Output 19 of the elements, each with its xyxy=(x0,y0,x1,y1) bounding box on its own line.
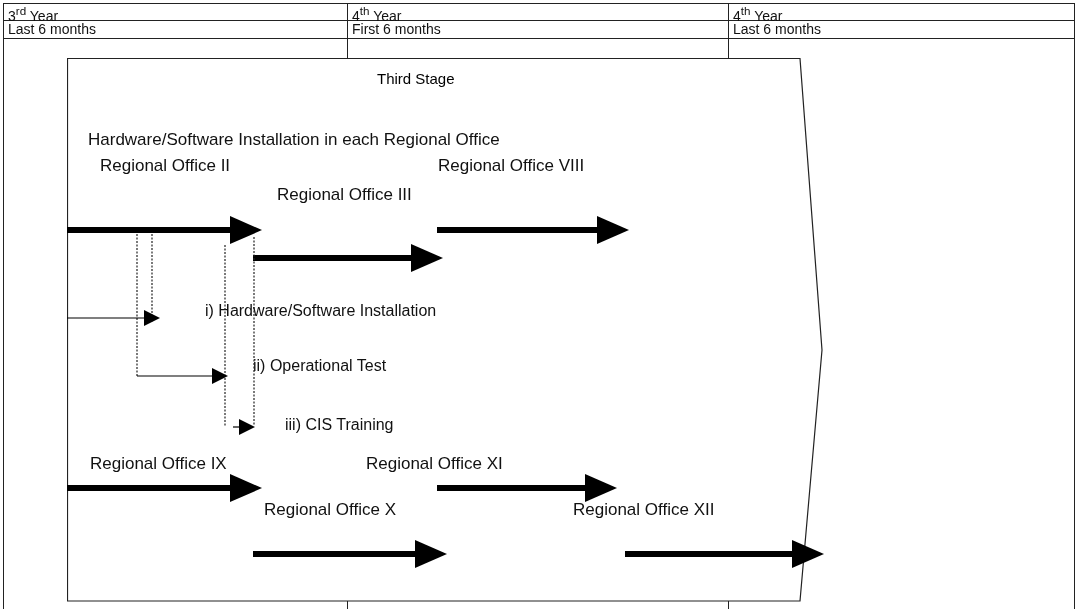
task-label: Regional Office IX xyxy=(90,455,227,474)
step-label: i) Hardware/Software Installation xyxy=(205,302,437,320)
task-heading: Hardware/Software Installation in each Regional Office xyxy=(88,131,500,150)
stage-chevron xyxy=(67,58,824,602)
task-label: Regional Office III xyxy=(277,186,412,205)
column-subheader: First 6 months xyxy=(352,22,441,38)
stage-title: Third Stage xyxy=(377,70,455,87)
column-header: 3$^{rd}$ Year xyxy=(8,5,59,24)
step-label: iii) CIS Training xyxy=(285,416,394,434)
column-subheader: Last 6 months xyxy=(733,22,821,38)
task-label: Regional Office XII xyxy=(573,501,715,520)
task-label: Regional Office II xyxy=(100,157,231,176)
task-label: Regional Office XI xyxy=(366,455,503,474)
task-label: Regional Office X xyxy=(264,501,396,520)
step-label: ii) Operational Test xyxy=(253,357,387,375)
column-header: 4$^{th}$ Year xyxy=(733,5,783,24)
task-label: Regional Office VIII xyxy=(438,157,585,176)
column-header: 4$^{th}$ Year xyxy=(352,5,402,24)
column-subheader: Last 6 months xyxy=(8,22,96,38)
